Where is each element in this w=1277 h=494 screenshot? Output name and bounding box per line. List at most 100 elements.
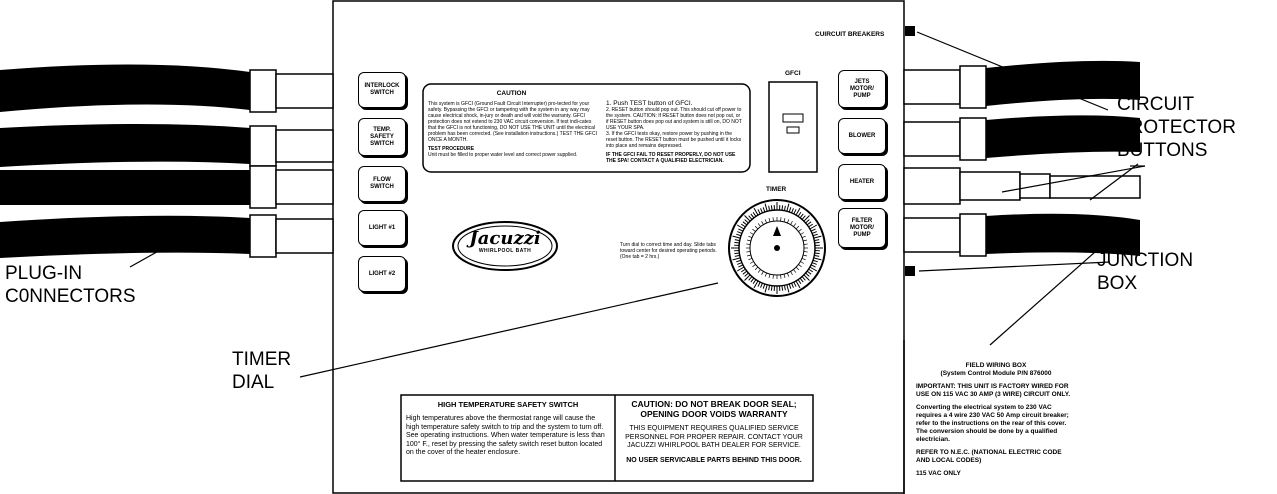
timer-tab bbox=[752, 279, 757, 285]
timer-scale-mark bbox=[754, 266, 759, 271]
timer-tab bbox=[764, 203, 768, 212]
timer-scale-mark bbox=[749, 232, 754, 235]
field-wiring-refer: REFER TO N.E.C. (NATIONAL ELECTRIC CODE … bbox=[916, 449, 1062, 464]
timer-scale-mark bbox=[798, 264, 802, 268]
timer-scale-mark bbox=[748, 235, 753, 238]
timer-tab bbox=[750, 277, 755, 283]
timer-tab bbox=[781, 205, 784, 211]
timer-tab bbox=[805, 219, 810, 224]
timer-tab bbox=[744, 219, 749, 224]
field-wiring-section: FIELD WIRING BOX (System Control Module … bbox=[916, 362, 1076, 478]
timer-tab bbox=[750, 213, 755, 219]
high-temp-section: HIGH TEMPERATURE SAFETY SWITCH High temp… bbox=[406, 400, 610, 458]
caution-title: CAUTION bbox=[496, 90, 527, 97]
timer-tab bbox=[808, 223, 814, 228]
timer-tab bbox=[748, 276, 753, 281]
timer-tab bbox=[762, 283, 766, 289]
caution-step-3: 3. If the GFCI tests okay, restore power… bbox=[606, 131, 742, 149]
timer-tab bbox=[786, 203, 790, 212]
timer-tab bbox=[770, 285, 773, 291]
timer-tab bbox=[757, 209, 761, 215]
circuit-protector-callout: CIRCUIT PROTECTOR BUTTONS bbox=[1117, 94, 1236, 161]
logo-sub: WHIRLPOOL BATH bbox=[478, 248, 532, 254]
timer-tab bbox=[803, 274, 810, 281]
heater-button[interactable]: HEATER bbox=[838, 164, 886, 200]
caution-content: CAUTION This system is GFCI (Ground Faul… bbox=[428, 90, 745, 164]
timer-tab bbox=[786, 284, 790, 293]
timer-scale-mark bbox=[752, 228, 756, 232]
light-1-button[interactable]: LIGHT #1 bbox=[358, 210, 406, 246]
door-warning-section: CAUTION: DO NOT BREAK DOOR SEAL; OPENING… bbox=[620, 399, 808, 464]
timer-scale-mark bbox=[801, 235, 806, 238]
timer-tab bbox=[793, 209, 797, 215]
timer-tab bbox=[732, 235, 741, 239]
timer-scale-mark bbox=[798, 228, 802, 232]
timer-scale-mark bbox=[761, 220, 764, 225]
timer-tab bbox=[814, 254, 820, 257]
caution-left-text: This system is GFCI (Ground Fault Circui… bbox=[428, 101, 597, 143]
timer-tab bbox=[813, 235, 822, 239]
timer-tab bbox=[788, 283, 792, 289]
timer-tab bbox=[783, 285, 786, 291]
timer-scale-mark bbox=[748, 258, 753, 261]
timer-tab bbox=[797, 279, 802, 285]
timer-scale-mark bbox=[795, 266, 800, 271]
plugin-connectors-callout: PLUG-IN C0NNECTORS bbox=[5, 263, 136, 307]
breaker-square-top bbox=[905, 26, 915, 36]
timer-tab bbox=[742, 221, 748, 226]
timer-tab bbox=[801, 276, 806, 281]
timer-tab bbox=[809, 224, 818, 230]
timer-tab bbox=[742, 270, 748, 275]
timer-tab bbox=[748, 215, 753, 220]
timer-tab bbox=[797, 211, 802, 217]
timer-tab bbox=[799, 277, 804, 283]
timer-scale-mark bbox=[802, 239, 808, 242]
timer-scale-mark bbox=[764, 219, 767, 224]
timer-scale-mark bbox=[783, 217, 786, 223]
caution-step-1: 1. Push TEST button of GFCI. bbox=[606, 100, 693, 107]
timer-scale-mark bbox=[790, 220, 793, 225]
timer-scale-mark bbox=[795, 225, 800, 230]
timer-scale-mark bbox=[780, 217, 782, 222]
timer-tab bbox=[814, 252, 820, 255]
timer-tab bbox=[732, 257, 741, 261]
timer-tab bbox=[738, 264, 744, 268]
timer-scale-mark bbox=[787, 219, 790, 224]
timer-tab bbox=[810, 264, 816, 268]
timer-scale-mark bbox=[746, 243, 751, 245]
timer-tab bbox=[760, 208, 763, 214]
light-2-button[interactable]: LIGHT #2 bbox=[358, 256, 406, 292]
timer-tab bbox=[813, 257, 822, 261]
timer-scale-mark bbox=[752, 264, 756, 268]
timer-tab bbox=[764, 284, 768, 293]
door-warning-title: CAUTION: DO NOT BREAK DOOR SEAL; OPENING… bbox=[631, 399, 797, 419]
timer-scale-mark bbox=[764, 272, 767, 277]
timer-tab bbox=[806, 221, 812, 226]
field-wiring-title: FIELD WIRING BOX bbox=[965, 362, 1027, 369]
timer-tab bbox=[795, 207, 801, 216]
timer-dial bbox=[728, 199, 826, 297]
timer-scale-mark bbox=[772, 274, 774, 279]
door-warning-text: THIS EQUIPMENT REQUIRES QUALIFIED SERVIC… bbox=[625, 425, 803, 449]
timer-note: Turn dial to correct time and day. Slide… bbox=[620, 242, 717, 260]
timer-tab bbox=[757, 281, 761, 287]
high-temp-text: High temperatures above the thermostat r… bbox=[406, 415, 605, 456]
timer-tab bbox=[806, 270, 812, 275]
timer-tab bbox=[803, 215, 810, 222]
timer-tab bbox=[736, 259, 742, 263]
timer-tab bbox=[793, 281, 797, 287]
caution-warning: IF THE GFCI FAIL TO RESET PROPERLY, DO N… bbox=[606, 152, 736, 164]
timer-scale-mark bbox=[757, 223, 761, 227]
timer-dial-callout: TIMER DIAL bbox=[232, 349, 292, 393]
blower-button[interactable]: BLOWER bbox=[838, 118, 886, 154]
left-plug-connectors bbox=[0, 64, 334, 258]
circuit-breakers-label: CUIRCUIT BREAKERS bbox=[815, 31, 885, 38]
field-wiring-important: IMPORTANT: THIS UNIT IS FACTORY WIRED FO… bbox=[916, 383, 1071, 398]
caution-box bbox=[422, 83, 751, 173]
timer-tab bbox=[737, 262, 743, 265]
